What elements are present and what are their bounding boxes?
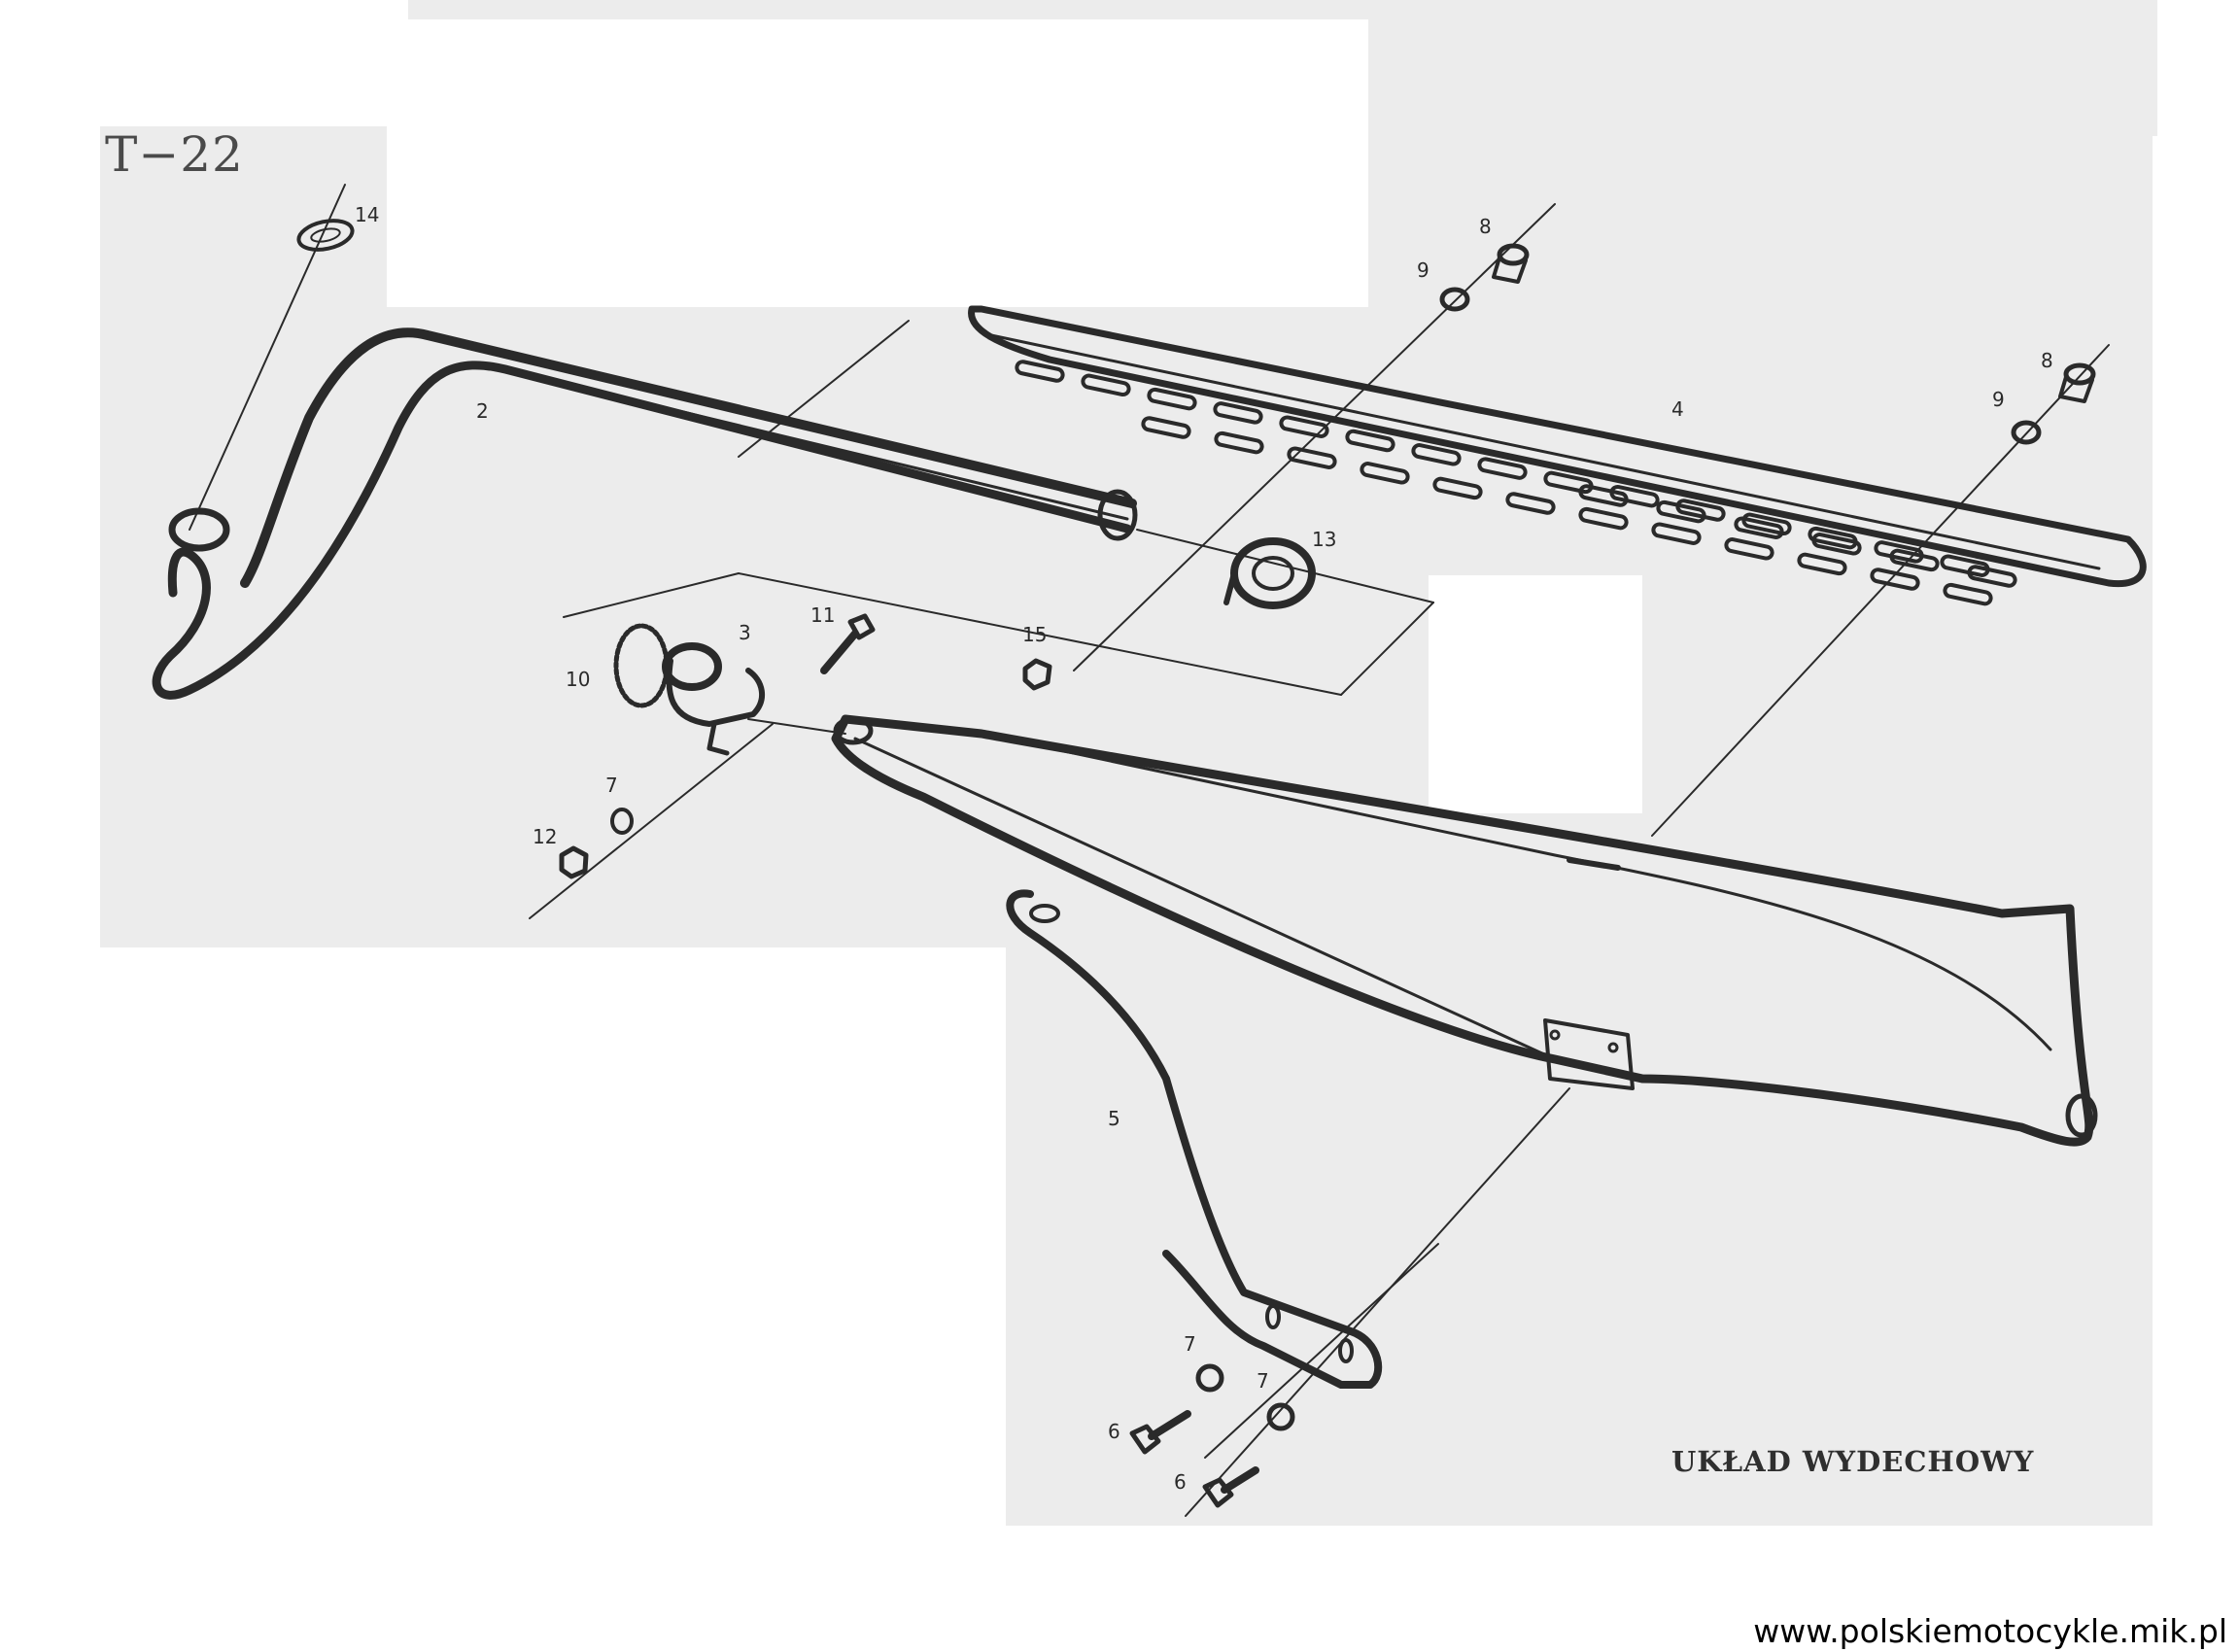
assembly-lines: [189, 184, 2110, 1517]
part-9-washer-right: [2011, 420, 2042, 445]
part-labels: 14 2 13 4 8 9 8 9 15 11 3 10 7 12 5 7 7 …: [355, 203, 2053, 1494]
part-8-screw-top: [1492, 243, 1530, 284]
shield-slot: [1734, 516, 1784, 539]
shield-slot: [1015, 360, 1065, 383]
shield-slot: [1477, 457, 1528, 480]
shield-slot: [1811, 533, 1862, 556]
shield-slot: [1147, 387, 1197, 411]
part-12-nut: [559, 845, 589, 879]
shield-slot: [1141, 416, 1191, 439]
page-code: T−22: [105, 126, 244, 183]
part-15-nut: [1022, 658, 1052, 691]
shield-slot: [1724, 537, 1774, 561]
label-part-14: 14: [355, 203, 379, 226]
diagram-caption: UKŁAD WYDECHOWY: [1671, 1445, 2035, 1478]
muffler-body: [831, 714, 2098, 1147]
label-part-13: 13: [1312, 528, 1336, 551]
part-7-washer-clamp: [610, 808, 634, 835]
part-9-washer-top: [1439, 287, 1470, 312]
label-part-5: 5: [1108, 1107, 1120, 1130]
shield-slot: [1432, 476, 1483, 500]
part-3-clamp: [662, 642, 765, 756]
label-part-15: 15: [1022, 623, 1047, 646]
part-7-washer-lower-b: [1266, 1402, 1295, 1431]
label-part-9-top: 9: [1417, 258, 1430, 282]
shield-slot: [1360, 462, 1410, 485]
label-part-6-a: 6: [1108, 1420, 1120, 1443]
shield-slot: [1081, 373, 1131, 397]
shield-slot: [1287, 446, 1337, 469]
part-8-screw-right: [2058, 362, 2096, 403]
shield-slot: [1889, 548, 1940, 572]
part-13-ring: [1223, 537, 1316, 609]
blank-patch-top: [387, 19, 1368, 307]
watermark-url: www.polskiemotocykle.mik.pl: [1753, 1612, 2227, 1650]
label-part-7-lower-b: 7: [1257, 1369, 1269, 1393]
shield-slot: [1213, 401, 1263, 425]
label-part-11: 11: [810, 603, 835, 627]
shield-slot: [1411, 443, 1462, 466]
part-6-bolt-a: [1129, 1410, 1191, 1455]
shield-slot: [1578, 506, 1629, 531]
shield-slot: [1656, 499, 1706, 524]
label-part-7-lower-a: 7: [1184, 1332, 1196, 1356]
shield-slot: [1870, 568, 1920, 591]
shield-slot: [1943, 582, 1993, 606]
shield-slot: [1505, 492, 1556, 515]
shield-slot: [1797, 552, 1847, 576]
part-10-spring-ring: [613, 623, 670, 708]
label-part-10: 10: [566, 668, 590, 691]
shield-slot: [1214, 430, 1264, 455]
shield-slot: [1578, 484, 1629, 507]
blank-patch-middle: [1429, 575, 1642, 813]
label-part-8-top: 8: [1479, 215, 1492, 238]
part-14-gasket: [296, 219, 355, 252]
shield-slot: [1279, 415, 1329, 438]
label-part-12: 12: [533, 825, 557, 848]
part-4-heat-shield: [968, 305, 2147, 588]
part-7-washer-lower-a: [1195, 1363, 1224, 1393]
label-part-9-right: 9: [1992, 388, 2005, 411]
shield-slot: [1967, 565, 2017, 588]
part-2-exhaust-pipe: [152, 327, 1138, 700]
part-5-bracket: [1006, 889, 1383, 1389]
part-11-bolt: [820, 613, 876, 674]
shield-slot: [1651, 522, 1702, 545]
part-6-bolt-b: [1202, 1466, 1259, 1508]
label-part-3: 3: [739, 621, 751, 644]
label-part-7-clamp: 7: [605, 774, 618, 797]
label-part-6-b: 6: [1174, 1470, 1187, 1494]
label-part-4: 4: [1671, 397, 1684, 421]
label-part-2: 2: [476, 399, 489, 423]
shield-slot: [1345, 429, 1395, 453]
part-4-shield-slots: [1015, 360, 2017, 606]
label-part-8-right: 8: [2041, 349, 2053, 372]
